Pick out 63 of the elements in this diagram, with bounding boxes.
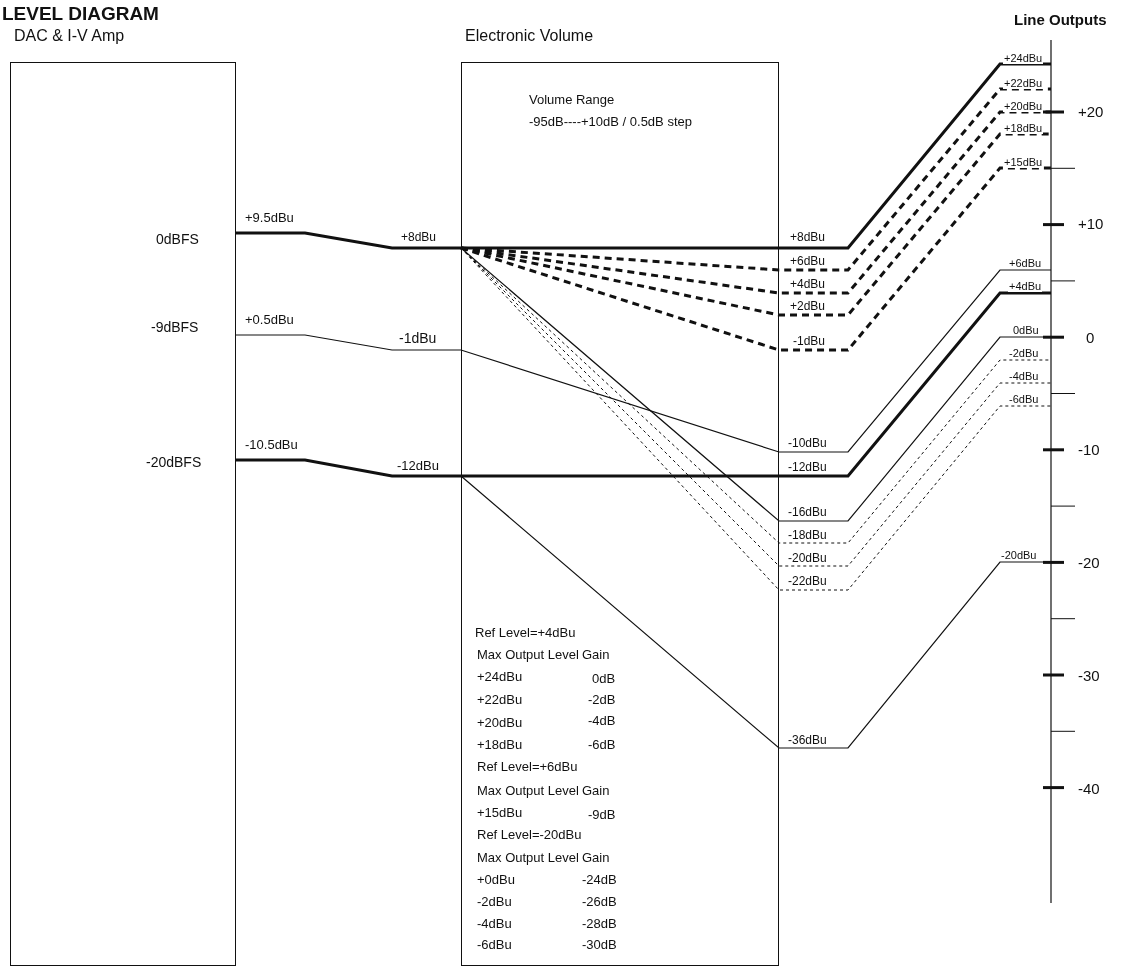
level-label: -30dB bbox=[581, 938, 618, 951]
level-label: -12dBu bbox=[396, 459, 440, 472]
scale-value: 0 bbox=[1085, 330, 1096, 345]
level-label: -6dBu bbox=[476, 938, 513, 951]
level-label: -24dB bbox=[581, 873, 618, 886]
level-label: Ref Level=+6dBu bbox=[476, 760, 579, 773]
level-label: +8dBu bbox=[400, 231, 438, 243]
level-label: +24dBu bbox=[476, 670, 524, 683]
level-label: -9dBFS bbox=[150, 320, 200, 334]
scale-value: +10 bbox=[1077, 216, 1105, 231]
level-label: +20dBu bbox=[1003, 101, 1044, 112]
level-label: -4dBu bbox=[476, 917, 513, 930]
level-label: -4dBu bbox=[1008, 371, 1040, 382]
level-label: +2dBu bbox=[789, 300, 827, 312]
level-label: -6dB bbox=[587, 738, 617, 751]
level-label: Gain bbox=[581, 648, 611, 661]
level-label: Max Output Level bbox=[476, 784, 580, 797]
level-label: -2dB bbox=[587, 693, 617, 706]
level-label: +22dBu bbox=[476, 693, 524, 706]
level-label: -26dB bbox=[581, 895, 618, 908]
level-label: +0dBu bbox=[476, 873, 516, 886]
stage-heading: DAC & I-V Amp bbox=[14, 28, 125, 44]
level-label: +18dBu bbox=[476, 738, 524, 751]
scale-value: -10 bbox=[1077, 442, 1101, 457]
stage-note: -95dB----+10dB / 0.5dB step bbox=[529, 115, 692, 128]
level-label: Gain bbox=[581, 784, 611, 797]
level-label: Ref Level=+4dBu bbox=[474, 626, 577, 639]
stage-heading: Electronic Volume bbox=[465, 28, 594, 44]
level-label: +15dBu bbox=[476, 806, 524, 819]
level-label: Max Output Level bbox=[476, 648, 580, 661]
level-label: Ref Level=-20dBu bbox=[476, 828, 583, 841]
level-label: -9dB bbox=[587, 808, 617, 821]
scale-value: -30 bbox=[1077, 668, 1101, 683]
axis-title: Line Outputs bbox=[1013, 12, 1108, 27]
level-label: +15dBu bbox=[1003, 157, 1044, 168]
level-label: -28dB bbox=[581, 917, 618, 930]
level-label: +8dBu bbox=[789, 231, 827, 243]
level-label: +24dBu bbox=[1003, 53, 1044, 64]
level-label: -1dBu bbox=[398, 331, 438, 345]
level-label: -20dBFS bbox=[145, 455, 203, 469]
level-label: +22dBu bbox=[1003, 78, 1044, 89]
level-label: +6dBu bbox=[1008, 258, 1043, 269]
diagram-title: LEVEL DIAGRAM bbox=[2, 4, 159, 23]
level-label: Gain bbox=[581, 851, 611, 864]
level-label: Max Output Level bbox=[476, 851, 580, 864]
level-label: 0dB bbox=[591, 672, 617, 685]
level-label: -6dBu bbox=[1008, 394, 1040, 405]
level-label: -2dBu bbox=[476, 895, 513, 908]
scale-value: -20 bbox=[1077, 555, 1101, 570]
level-label: -2dBu bbox=[1008, 348, 1040, 359]
level-label: +4dBu bbox=[789, 278, 827, 290]
scale-value: +20 bbox=[1077, 104, 1105, 119]
stage-note: Volume Range bbox=[529, 93, 615, 106]
level-label: +4dBu bbox=[1008, 281, 1043, 292]
level-label: -4dB bbox=[587, 714, 617, 727]
level-label: -1dBu bbox=[792, 335, 827, 347]
level-label: +6dBu bbox=[789, 255, 827, 267]
scale-value: -40 bbox=[1077, 781, 1101, 796]
level-label: 0dBu bbox=[1012, 325, 1040, 336]
level-label: +18dBu bbox=[1003, 123, 1044, 134]
level-label: 0dBFS bbox=[155, 232, 200, 246]
level-label: +20dBu bbox=[476, 716, 524, 729]
level-label: -20dBu bbox=[1000, 550, 1038, 561]
